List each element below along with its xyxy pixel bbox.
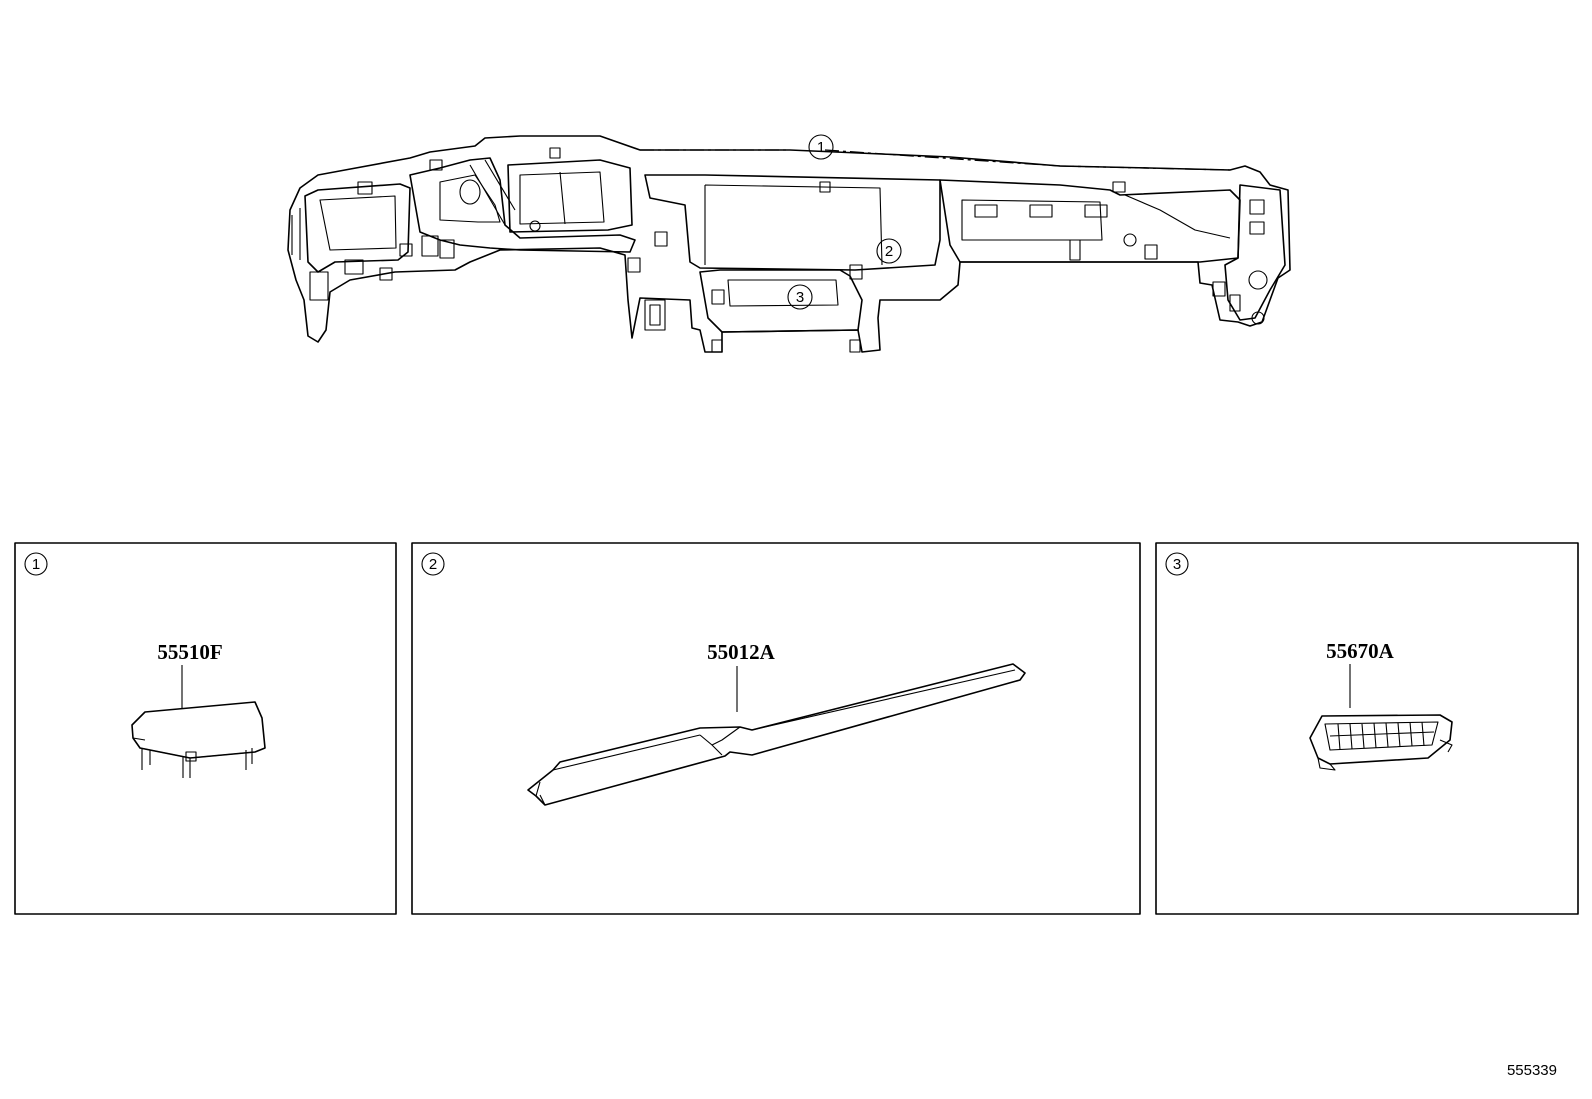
upper-pad-trim-icon [527, 663, 1026, 806]
drawing-reference-number: 555339 [1507, 1062, 1557, 1079]
callout-3-label: 3 [796, 289, 804, 306]
detail-panel-2-index: 2 [429, 556, 437, 573]
callout-1-label: 1 [817, 139, 825, 156]
detail-panel-3: 3 55670A [1155, 542, 1579, 915]
instrument-panel-assembly-drawing [287, 135, 1291, 353]
callout-2-label: 2 [885, 243, 893, 260]
detail-panel-3-index: 3 [1173, 556, 1181, 573]
callout-2: 2 [876, 238, 902, 264]
callout-3: 3 [787, 284, 813, 310]
callout-1: 1 [808, 134, 834, 160]
part-number-55670A: 55670A [1326, 639, 1395, 663]
detail-panel-1: 1 55510F [14, 542, 397, 915]
part-number-55012A: 55012A [707, 640, 776, 664]
detail-panel-1-index: 1 [32, 556, 40, 573]
center-register-vent-icon [1309, 714, 1453, 771]
detail-panel-2: 2 55012A [411, 542, 1141, 915]
instrument-panel-cap-icon [131, 701, 266, 778]
part-number-55510F: 55510F [157, 640, 222, 664]
